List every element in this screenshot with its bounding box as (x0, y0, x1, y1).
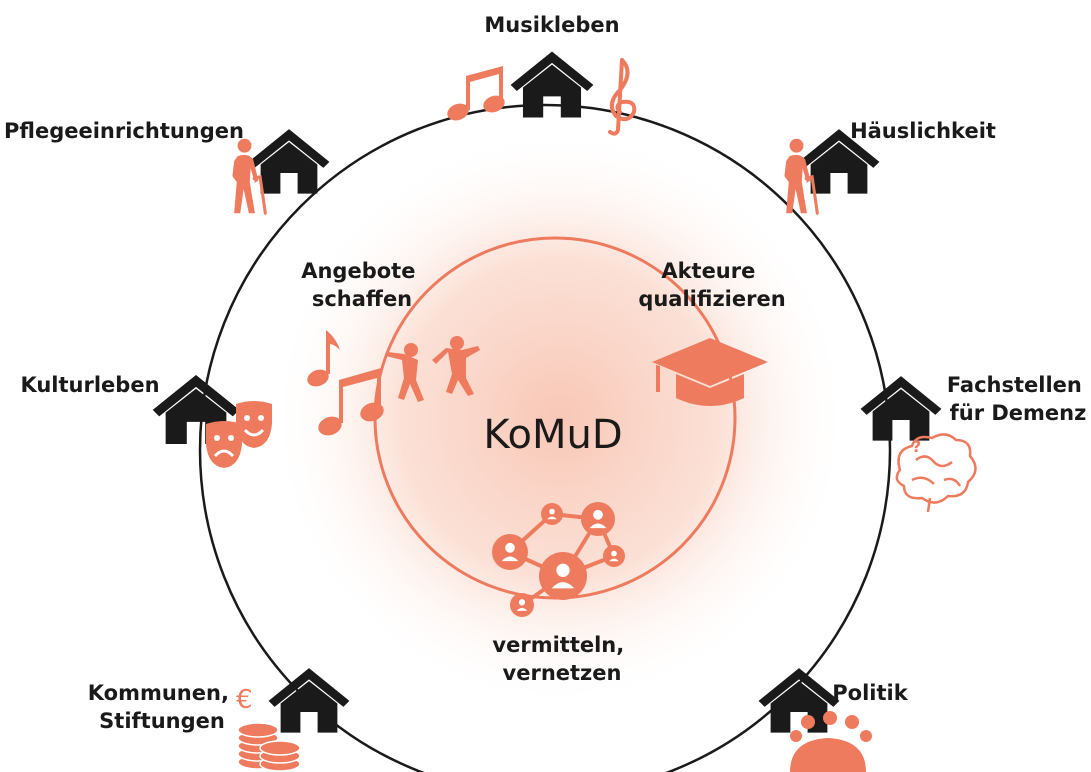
house-icon-musikleben (510, 51, 594, 118)
label-kommunen-line2: Stiftungen (99, 709, 225, 733)
music-notes-icon (307, 330, 384, 436)
label-politik: Politik (832, 681, 908, 705)
label-vermitteln-line1: vermitteln, (492, 633, 624, 657)
house-icon-fachstellen (860, 376, 942, 441)
label-akteure-line1: Akteure (661, 259, 755, 283)
label-kulturleben-line1: Kulturleben (20, 373, 159, 397)
euro-icon: € (236, 685, 253, 715)
dancers-icon (386, 336, 480, 402)
label-vermitteln-line2: vernetzen (503, 661, 622, 685)
label-pflege: Pflegeeinrichtungen (4, 119, 244, 143)
label-kulturleben: Kulturleben (20, 373, 159, 397)
label-fachstellen: Fachstellen für Demenz (947, 373, 1089, 425)
meeting-people-icon (790, 711, 872, 772)
label-vermitteln: vermitteln, vernetzen (492, 633, 631, 685)
house-icon-kommunen (268, 668, 350, 733)
outer-ring (198, 103, 892, 772)
label-kommunen-line1: Kommunen, (88, 681, 229, 705)
label-musikleben: Musikleben (484, 13, 619, 37)
coins-icon (237, 722, 301, 772)
label-fachstellen-line2: für Demenz (950, 401, 1087, 425)
music-note-icon-musikleben (447, 66, 505, 121)
label-politik-line1: Politik (832, 681, 908, 705)
center-title: KoMuD (483, 412, 622, 458)
label-haeuslichkeit: Häuslichkeit (850, 119, 996, 143)
label-pflege-line1: Pflegeeinrichtungen (4, 119, 244, 143)
elder-person-icon-haeuslichkeit (782, 137, 819, 215)
label-akteure-line2: qualifizieren (638, 287, 785, 311)
label-musikleben-line1: Musikleben (484, 13, 619, 37)
label-angebote: Angebote schaffen (301, 259, 423, 311)
label-akteure: Akteure qualifizieren (638, 259, 785, 311)
label-fachstellen-line1: Fachstellen (947, 373, 1082, 397)
theater-masks-icon (206, 401, 272, 468)
center-glow (270, 128, 850, 708)
label-haeuslichkeit-line1: Häuslichkeit (850, 119, 996, 143)
treble-clef-icon (608, 58, 637, 136)
label-kommunen: Kommunen, Stiftungen (88, 681, 236, 733)
label-angebote-line2: schaffen (312, 287, 412, 311)
elder-person-icon-pflege (230, 137, 267, 215)
label-angebote-line1: Angebote (301, 259, 415, 283)
brain-icon (895, 433, 977, 513)
question-mark-icon: ? (912, 437, 921, 456)
network-icon (492, 502, 625, 617)
graduation-cap-icon (652, 338, 768, 406)
